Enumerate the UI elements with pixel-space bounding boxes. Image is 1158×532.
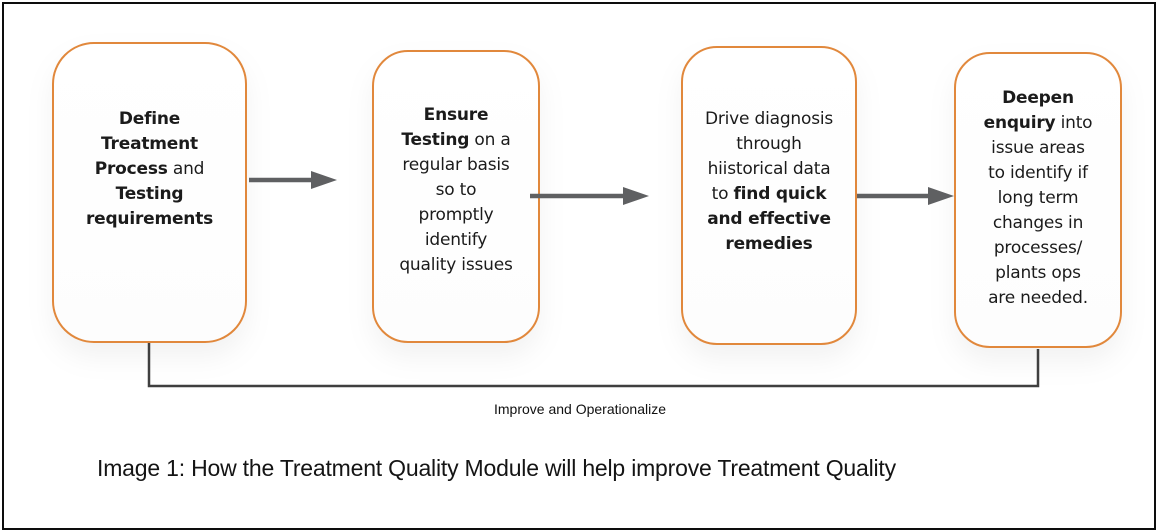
right-arrow-icon bbox=[249, 171, 337, 189]
flow-node-ensure-testing: Ensure Testing on a regular basis so to … bbox=[372, 50, 540, 343]
flow-node-define-treatment-process: Define Treatment Process and Testing req… bbox=[52, 42, 247, 343]
right-arrow-icon bbox=[530, 187, 649, 205]
figure-caption: Image 1: How the Treatment Quality Modul… bbox=[97, 455, 896, 481]
flow-node-text: Define Treatment Process and Testing req… bbox=[85, 109, 214, 229]
flow-node-text: Deepen enquiry into issue areas to ident… bbox=[983, 87, 1093, 308]
right-arrow-icon bbox=[857, 187, 954, 205]
flow-node-drive-diagnosis: Drive diagnosis through hiistorical data… bbox=[681, 46, 857, 345]
feedback-loop-line bbox=[147, 343, 1040, 388]
flow-node-text: Ensure Testing on a regular basis so to … bbox=[399, 105, 513, 275]
feedback-loop-label: Improve and Operationalize bbox=[494, 401, 666, 417]
flow-node-text: Drive diagnosis through hiistorical data… bbox=[704, 108, 834, 254]
flow-node-deepen-enquiry: Deepen enquiry into issue areas to ident… bbox=[954, 52, 1122, 348]
